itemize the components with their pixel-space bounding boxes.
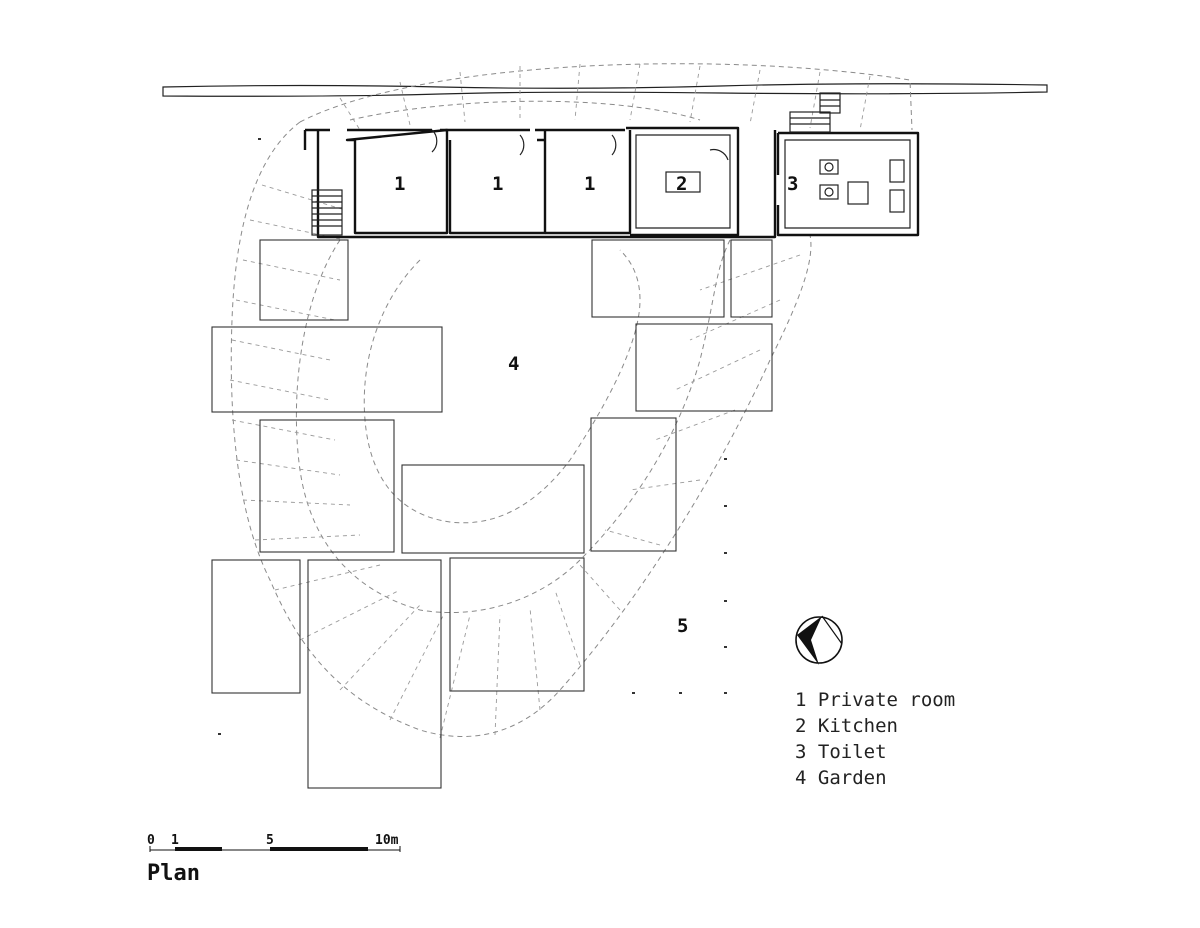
toilet-steps (789, 92, 841, 133)
room-label-1a: 1 (394, 173, 405, 195)
room-label-2: 2 (676, 173, 687, 195)
north-arrow-icon (795, 615, 843, 665)
building-block (303, 92, 920, 239)
scale-label-1: 1 (171, 833, 179, 848)
room-label-5: 5 (677, 615, 688, 637)
terrace-outline (229, 63, 913, 739)
room-label-1c: 1 (584, 173, 595, 195)
scale-label-10m: 10m (375, 833, 399, 848)
ground-markers (218, 138, 727, 735)
room-label-4: 4 (508, 353, 519, 375)
legend-item-toilet: 3 Toilet (795, 741, 887, 763)
room-label-3: 3 (787, 173, 798, 195)
legend-item-garden: 4 Garden (795, 767, 887, 789)
scale-bar (149, 846, 401, 852)
garden-beds (211, 239, 773, 789)
legend-item-kitchen: 2 Kitchen (795, 715, 898, 737)
scale-label-5: 5 (266, 833, 274, 848)
legend-item-private-room: 1 Private room (795, 689, 955, 711)
scale-label-0: 0 (147, 833, 155, 848)
road-strip (162, 83, 1048, 97)
plan-title: Plan (147, 861, 200, 886)
room-label-1b: 1 (492, 173, 503, 195)
stair (311, 189, 343, 236)
